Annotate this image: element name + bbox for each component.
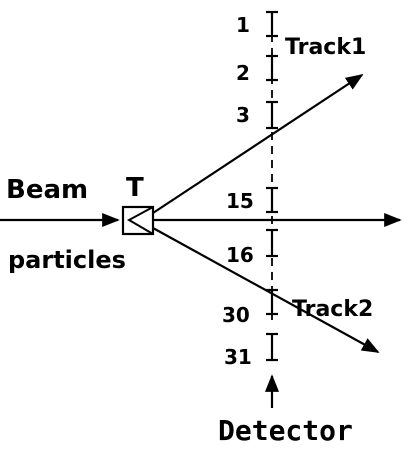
strip-number-31: 31 xyxy=(224,345,252,369)
detector-label: Detector xyxy=(218,414,353,447)
strip-2 xyxy=(266,54,278,82)
track1-line xyxy=(152,74,364,214)
target-box xyxy=(121,205,155,236)
strip-15 xyxy=(266,186,278,214)
target-wedge xyxy=(126,206,154,235)
target-label: T xyxy=(126,173,144,203)
track1-label: Track1 xyxy=(285,35,366,60)
strip-16 xyxy=(266,228,278,258)
strip-1 xyxy=(266,10,278,38)
strip-number-15: 15 xyxy=(226,189,254,213)
particles-label: particles xyxy=(8,246,126,274)
strip-number-16: 16 xyxy=(226,243,254,267)
beam-label: Beam xyxy=(6,175,88,205)
strip-31 xyxy=(266,332,278,362)
strip-number-1: 1 xyxy=(236,13,250,37)
strip-number-3: 3 xyxy=(236,103,250,127)
strip-number-2: 2 xyxy=(236,61,250,85)
track2-label: Track2 xyxy=(292,297,373,322)
track2-line xyxy=(152,227,380,353)
detector-strips xyxy=(266,10,278,362)
strip-30 xyxy=(266,288,278,316)
strip-number-30: 30 xyxy=(222,303,250,327)
strip-3 xyxy=(266,100,278,130)
